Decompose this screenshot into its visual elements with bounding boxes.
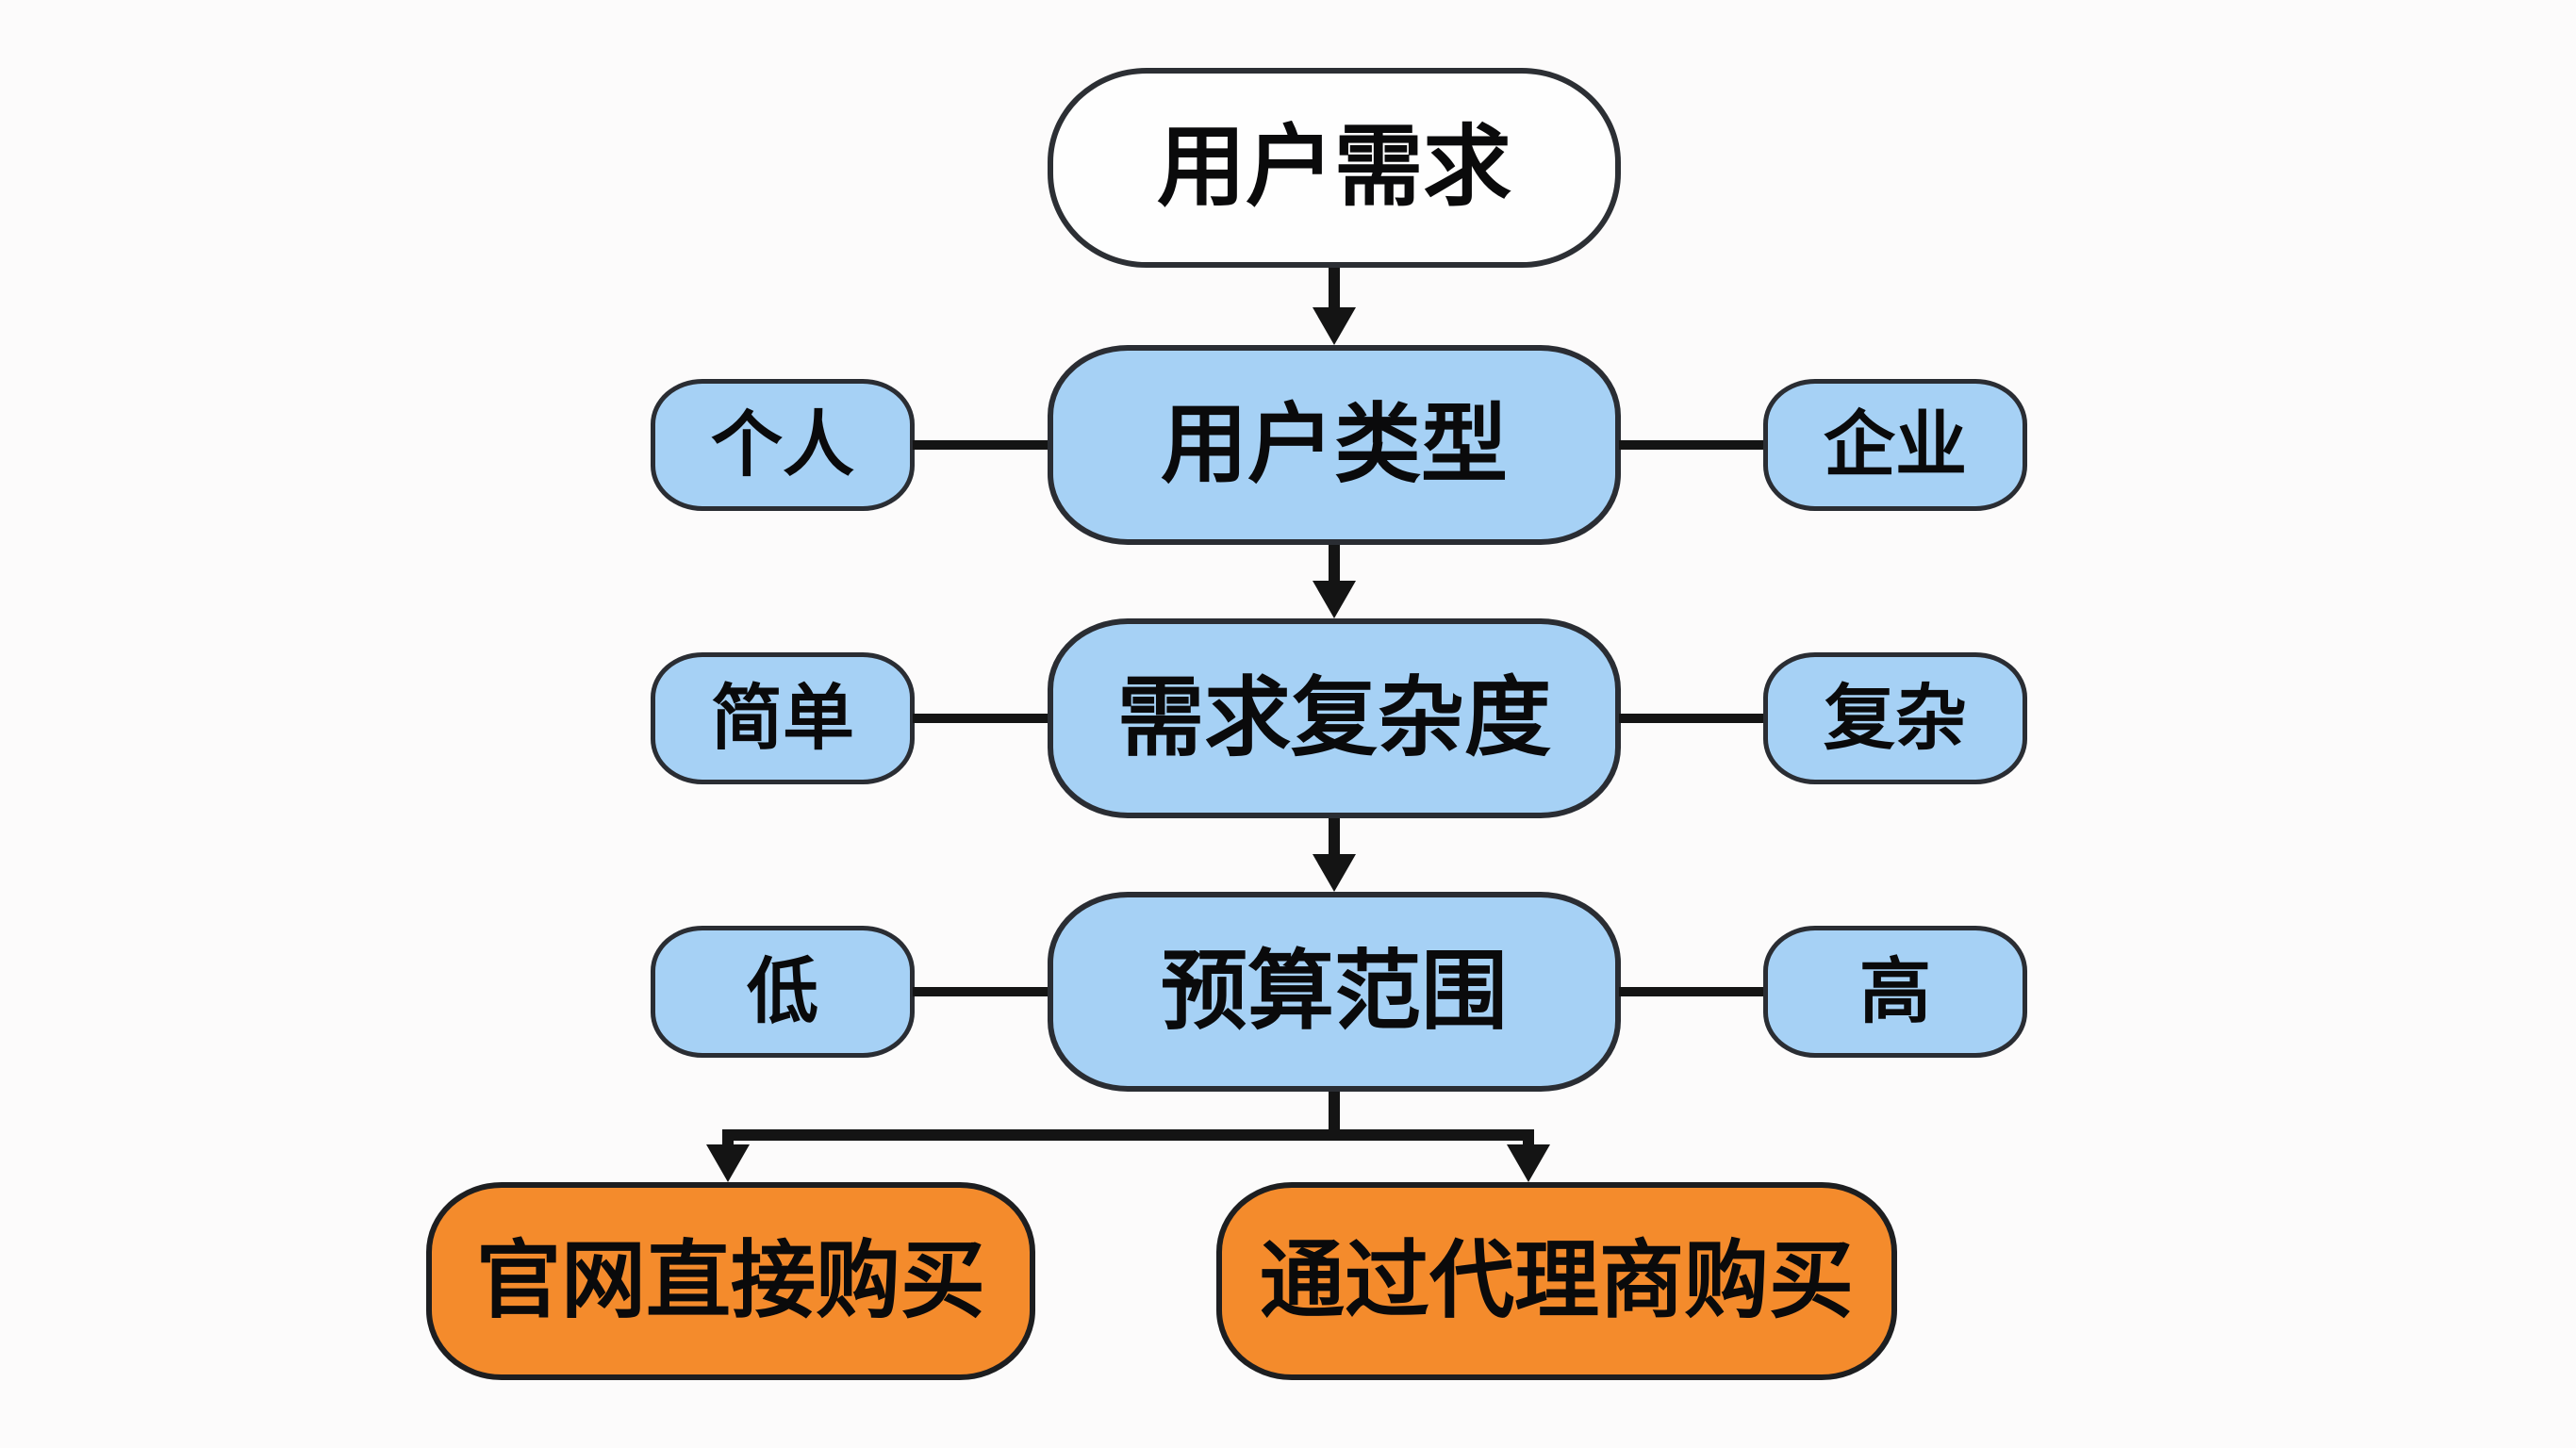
pill-high: 高 — [1763, 926, 2027, 1058]
pill-personal: 个人 — [651, 379, 915, 511]
node-user-type-label: 用户类型 — [1160, 394, 1508, 495]
pill-complex-label: 复杂 — [1824, 676, 1967, 760]
node-buy-agent-label: 通过代理商购买 — [1260, 1231, 1854, 1330]
connector-simple-to-complexity — [913, 714, 1049, 723]
node-user-type: 用户类型 — [1048, 345, 1621, 545]
pill-simple: 简单 — [651, 652, 915, 784]
connector-user-type-to-complexity — [1329, 545, 1340, 588]
arrowhead-branch-left — [706, 1144, 750, 1182]
connector-budget-to-high — [1619, 987, 1765, 996]
node-buy-official-label: 官网直接购买 — [476, 1231, 985, 1330]
connector-personal-to-user-type — [913, 440, 1049, 450]
arrowhead-branch-right — [1507, 1144, 1550, 1182]
node-budget-label: 预算范围 — [1160, 941, 1508, 1042]
pill-enterprise-label: 企业 — [1824, 403, 1967, 486]
pill-enterprise: 企业 — [1763, 379, 2027, 511]
node-user-need: 用户需求 — [1048, 68, 1621, 268]
connector-user-type-to-enterprise — [1619, 440, 1765, 450]
node-buy-agent: 通过代理商购买 — [1216, 1182, 1897, 1380]
pill-personal-label: 个人 — [711, 403, 854, 486]
pill-low-label: 低 — [747, 949, 818, 1033]
connector-complexity-to-budget — [1329, 818, 1340, 862]
node-buy-official: 官网直接购买 — [426, 1182, 1035, 1380]
pill-simple-label: 简单 — [711, 676, 854, 760]
arrowhead-user-type-to-complexity — [1313, 581, 1356, 618]
arrowhead-root-to-user-type — [1313, 307, 1356, 345]
pill-low: 低 — [651, 926, 915, 1058]
pill-complex: 复杂 — [1763, 652, 2027, 784]
connector-budget-branch-stem — [1329, 1092, 1340, 1137]
connector-low-to-budget — [913, 987, 1049, 996]
connector-complexity-to-complex — [1619, 714, 1765, 723]
node-user-need-label: 用户需求 — [1156, 116, 1511, 219]
node-budget: 预算范围 — [1048, 892, 1621, 1092]
pill-high-label: 高 — [1859, 949, 1931, 1033]
arrowhead-complexity-to-budget — [1313, 854, 1356, 892]
connector-branch-bar — [722, 1129, 1534, 1141]
connector-root-to-user-type — [1329, 268, 1340, 311]
node-complexity-label: 需求复杂度 — [1116, 667, 1551, 768]
node-complexity: 需求复杂度 — [1048, 618, 1621, 818]
